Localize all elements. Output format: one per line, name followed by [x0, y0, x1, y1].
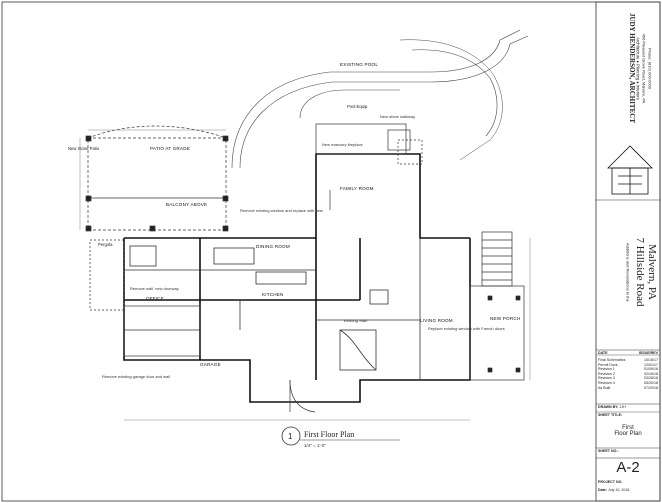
walkway-note: New stone walkway	[380, 114, 415, 119]
revision-row: Revision 3 03/28/18	[598, 376, 658, 381]
sheet-no-label: SHEET NO.:	[598, 449, 619, 453]
revision-label: Revision 1	[598, 367, 615, 372]
revision-label: Revision 2	[598, 371, 615, 376]
plan-detail-number: 1	[288, 432, 293, 441]
revision-label: Revision 3	[598, 376, 615, 381]
revision-row: Final Schematics 10/18/17	[598, 358, 658, 363]
plan-scale: 1/4" = 1'-0"	[304, 443, 326, 448]
pool-equip-label: Pool Equip.	[347, 104, 368, 109]
revision-row: Revision 4 05/30/18	[598, 381, 658, 386]
family-room-wing	[315, 123, 423, 210]
sheet-title-row: SHEET TITLE: First Floor Plan	[598, 413, 658, 437]
existing-pool	[231, 29, 529, 169]
new-porch-steps	[469, 231, 525, 381]
revision-date: 03/28/18	[644, 376, 658, 381]
project-address-line1: 7 Hillside Road	[634, 237, 646, 307]
house-walls	[123, 153, 471, 403]
project-address: Additions and Renovations to the 7 Hills…	[598, 204, 659, 348]
patio-note: New Stone Patio	[68, 146, 100, 151]
revision-date: 12/01/17	[644, 362, 658, 367]
plan-title: First Floor Plan	[304, 430, 354, 439]
porch-label: NEW PORCH	[490, 316, 520, 321]
garage-label: GARAGE	[200, 362, 221, 367]
drawn-by-label: DRAWN BY:	[598, 405, 619, 409]
fireplace-note: New masonry fireplace	[322, 142, 363, 147]
revision-date: 05/30/18	[644, 380, 658, 385]
date-col-header: DATE	[598, 351, 608, 355]
firm-info: JUDY HENDERSON, ARCHITECT Architecture ♦…	[602, 4, 656, 144]
dining-label: DINING ROOM	[256, 244, 290, 249]
firm-sub: Architecture ♦ Planning ♦ Interiors	[635, 37, 641, 100]
interior-walls	[124, 238, 421, 380]
drawn-by-row: DRAWN BY: JJH	[598, 405, 658, 409]
project-label: Additions and Renovations to the	[625, 243, 631, 302]
revision-row: Permit Docs 12/01/17	[598, 363, 658, 368]
date-value: July 10, 2018	[608, 488, 630, 492]
revision-date: 02/16/18	[644, 371, 658, 376]
porch-door-note: Replace existing window with French door…	[428, 326, 505, 331]
revision-label: Permit Docs	[598, 362, 618, 367]
issue-col-header: ISSUE/REV	[638, 351, 658, 355]
patio-label: PATIO AT GRADE	[150, 146, 190, 151]
garage-office	[89, 239, 201, 357]
project-address-line2: Malvern, PA	[646, 244, 658, 300]
kitchen-label: KITCHEN	[262, 292, 284, 297]
sheet-number: A-2	[616, 459, 640, 476]
revision-label: Final Schematics	[598, 358, 626, 362]
sheet-title-line1: First	[622, 425, 634, 431]
revision-row: Revision 2 02/16/18	[598, 372, 658, 377]
sheet-title-line2: Floor Plan	[614, 431, 642, 437]
balcony-label: BALCONY ABOVE	[166, 202, 207, 207]
family-room-label: FAMILY ROOM	[340, 186, 374, 191]
revision-header: DATE ISSUE/REV	[598, 351, 658, 355]
revision-date: 10/18/17	[644, 358, 658, 362]
firm-logo	[607, 145, 653, 195]
pool-label: EXISTING POOL	[340, 62, 378, 67]
pergola-label: Pergola	[98, 242, 113, 247]
project-no-label: PROJECT NO.	[598, 480, 623, 484]
drawn-by-value: JJH	[619, 405, 626, 409]
firm-phone: Phone: (610) 000-0000	[647, 47, 653, 90]
revision-label: As Built	[598, 385, 611, 390]
firm-address: 456 Pleasant Grove Road, Malvern, PA	[641, 33, 647, 104]
plan-title-block	[281, 426, 400, 446]
date-label: Date:	[598, 488, 607, 492]
office-note: Remove wall, new doorway	[130, 286, 179, 291]
revision-row: Revision 1 01/09/18	[598, 367, 658, 372]
date-row: Date: July 10, 2018	[598, 488, 658, 492]
revision-label: Revision 4	[598, 380, 615, 385]
title-block-frame	[595, 1, 661, 502]
dimension-lines	[79, 129, 531, 421]
sheet-title-label: SHEET TITLE:	[598, 413, 623, 417]
living-room-label: LIVING ROOM	[420, 318, 453, 323]
patio-area	[85, 125, 229, 232]
revision-date: 07/20/18	[644, 385, 658, 390]
garage-note: Remove existing garage door and wall	[102, 374, 170, 379]
demo-note: Remove existing window and replace with …	[240, 208, 323, 213]
revision-row: As Built 07/20/18	[598, 386, 658, 391]
office-label: OFFICE	[146, 296, 164, 301]
front-entry	[289, 379, 316, 413]
stair-note: Existing Stair	[344, 318, 368, 323]
revision-date: 01/09/18	[644, 367, 658, 372]
